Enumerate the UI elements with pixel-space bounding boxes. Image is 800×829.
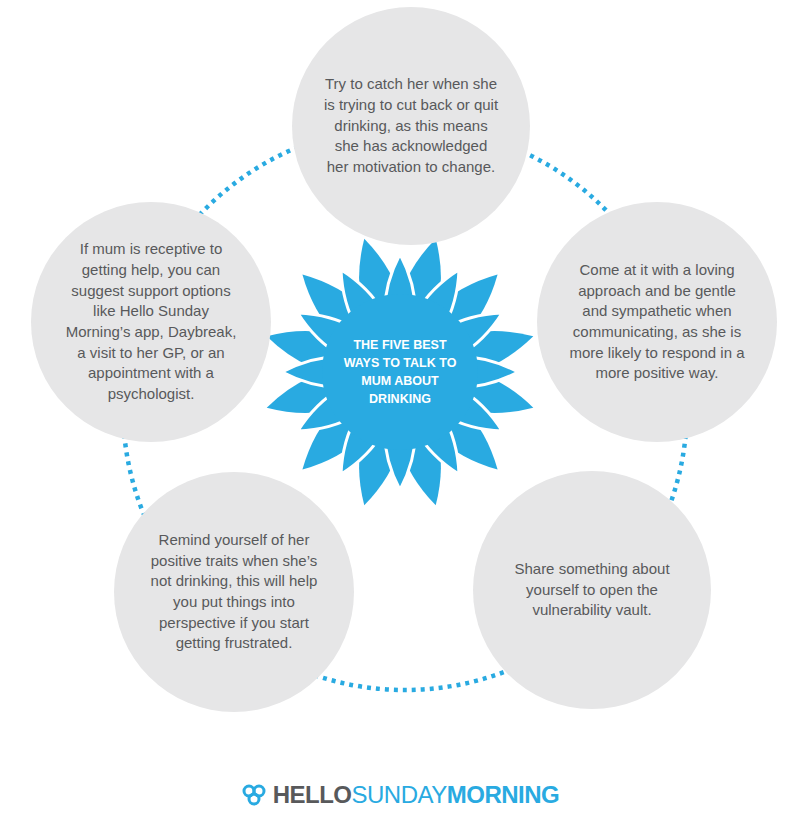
logo-word: MORNING (447, 781, 560, 809)
logo-word: SUNDAY (352, 781, 447, 809)
logo: HELLOSUNDAYMORNING (0, 778, 800, 812)
tip-text: Try to catch her when she is trying to c… (322, 74, 500, 177)
tip-circle: If mum is receptive to getting help, you… (31, 202, 271, 442)
tip-text: Come at it with a loving approach and be… (568, 260, 746, 384)
tip-text: Remind yourself of her positive traits w… (145, 530, 323, 654)
flower-shape (260, 232, 540, 512)
logo-word: HELLO (273, 781, 352, 809)
tip-circle: Come at it with a loving approach and be… (537, 202, 777, 442)
tip-circle: Try to catch her when she is trying to c… (292, 7, 530, 245)
tip-text: Share something about yourself to open t… (503, 559, 681, 621)
tip-circle: Remind yourself of her positive traits w… (114, 472, 354, 712)
tip-circle: Share something about yourself to open t… (473, 471, 711, 709)
tip-text: If mum is receptive to getting help, you… (62, 239, 240, 405)
title-flower: THE FIVE BEST WAYS TO TALK TO MUM ABOUT … (260, 232, 540, 512)
title-text: THE FIVE BEST WAYS TO TALK TO MUM ABOUT … (341, 336, 459, 409)
logo-icon (241, 783, 267, 807)
